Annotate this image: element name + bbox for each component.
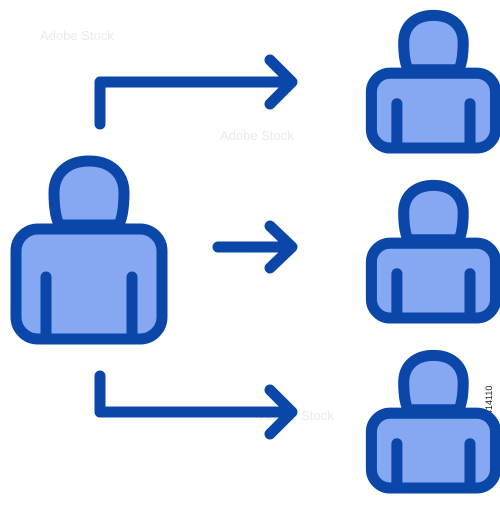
watermark-text: Adobe Stock bbox=[220, 128, 294, 143]
arrow-to-middle-icon bbox=[212, 220, 298, 274]
target-person-icon-middle bbox=[365, 179, 500, 324]
target-person-icon-bottom bbox=[365, 349, 500, 494]
watermark-text: Adobe Stock bbox=[40, 28, 114, 43]
target-person-icon-top bbox=[365, 9, 500, 154]
arrow-to-top-icon bbox=[94, 54, 298, 130]
arrow-to-bottom-icon bbox=[94, 370, 298, 440]
source-person-icon bbox=[10, 155, 168, 345]
